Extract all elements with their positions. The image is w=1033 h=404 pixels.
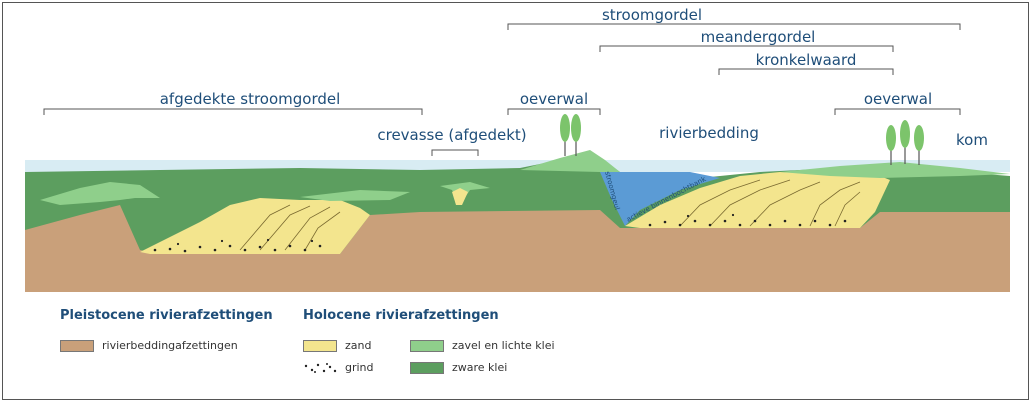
river-channel bbox=[600, 172, 720, 226]
swatch-grind bbox=[303, 361, 337, 374]
tree-group-right bbox=[886, 120, 924, 165]
legend-item-rivierbedding: rivierbeddingafzettingen bbox=[60, 339, 238, 352]
label-kom: kom bbox=[956, 131, 988, 149]
bracket-oeverwal-left bbox=[507, 108, 601, 115]
legend-pleistocene-title: Pleistocene rivierafzettingen bbox=[60, 308, 273, 323]
swatch-zavel bbox=[410, 339, 444, 352]
legend-item-zavel: zavel en lichte klei bbox=[410, 339, 555, 352]
bracket-stroomgordel bbox=[507, 23, 961, 30]
label-rivierbedding: rivierbedding bbox=[659, 124, 759, 142]
legend-label-zware-klei: zware klei bbox=[452, 361, 508, 374]
crevasse-sand bbox=[452, 188, 468, 205]
light-clay-left2 bbox=[300, 190, 410, 201]
light-clay-left bbox=[40, 182, 160, 205]
label-meandergordel: meandergordel bbox=[701, 28, 816, 46]
legend-holocene-title: Holocene rivierafzettingen bbox=[303, 308, 499, 323]
legend-item-zand: zand bbox=[303, 339, 371, 352]
bracket-crevasse bbox=[431, 149, 479, 156]
swatch-zand bbox=[303, 339, 337, 352]
legend-label-grind: grind bbox=[345, 361, 374, 374]
bracket-kronkelwaard bbox=[718, 68, 894, 75]
gravel-left bbox=[153, 238, 322, 253]
label-kronkelwaard: kronkelwaard bbox=[756, 51, 857, 69]
sand-body-left bbox=[140, 198, 370, 254]
legend-label-rivierbedding: rivierbeddingafzettingen bbox=[102, 339, 238, 352]
tree-group-left bbox=[560, 114, 581, 156]
levee-right bbox=[780, 162, 1010, 178]
label-oeverwal-right: oeverwal bbox=[864, 90, 932, 108]
legend-item-grind: grind bbox=[303, 361, 374, 374]
label-stroomgordel: stroomgordel bbox=[602, 6, 702, 24]
swatch-zware-klei bbox=[410, 361, 444, 374]
label-afgedekte-stroomgordel: afgedekte stroomgordel bbox=[160, 90, 341, 108]
legend-label-zand: zand bbox=[345, 339, 372, 352]
gravel-right bbox=[648, 213, 847, 227]
legend-label-zavel: zavel en lichte klei bbox=[452, 339, 555, 352]
label-crevasse: crevasse (afgedekt) bbox=[377, 126, 526, 144]
bracket-meandergordel bbox=[599, 45, 894, 52]
levee-left bbox=[520, 150, 620, 172]
legend-item-zware-klei: zware klei bbox=[410, 361, 507, 374]
swatch-rivierbedding bbox=[60, 339, 94, 352]
bracket-afgedekte-stroomgordel bbox=[43, 108, 423, 115]
bracket-oeverwal-right bbox=[834, 108, 961, 115]
label-oeverwal-left: oeverwal bbox=[520, 90, 588, 108]
